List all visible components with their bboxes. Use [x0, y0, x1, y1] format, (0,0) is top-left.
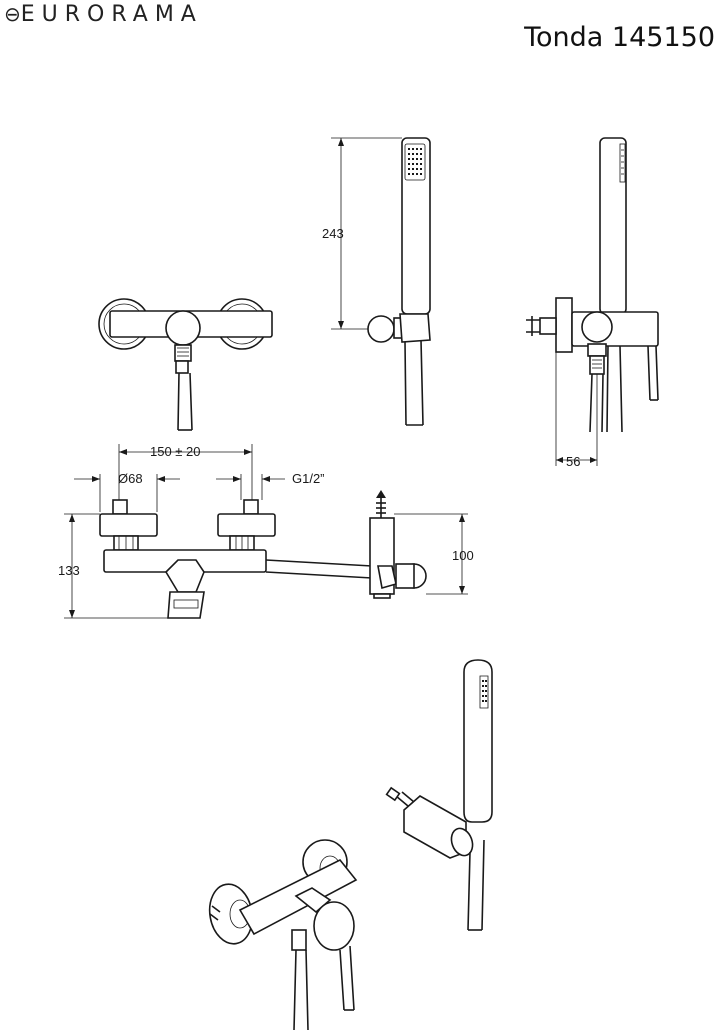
mixer-side-view: 56: [526, 137, 659, 469]
dim-100-label: 100: [452, 548, 474, 563]
product-title: Tonda 145150: [524, 22, 715, 53]
dim-243-label: 243: [322, 226, 344, 241]
brand-mark-icon: ⊖: [4, 2, 21, 26]
dim-56-label: 56: [566, 454, 580, 469]
dim-133-label: 133: [58, 563, 80, 578]
isometric-view: [208, 659, 493, 1031]
dim-thread-label: G1/2”: [292, 471, 325, 486]
dim-68-label: Ø68: [118, 471, 143, 486]
dim-150-label: 150 ± 20: [150, 444, 201, 459]
brand-name: EURORAMA: [20, 2, 203, 27]
brand-logo: ⊖EURORAMA: [4, 2, 203, 27]
handshower-side-view: 243: [322, 137, 431, 426]
mixer-front-view: [98, 298, 273, 431]
mixer-top-view: 150 ± 20 Ø68 G1/2”: [58, 444, 474, 619]
